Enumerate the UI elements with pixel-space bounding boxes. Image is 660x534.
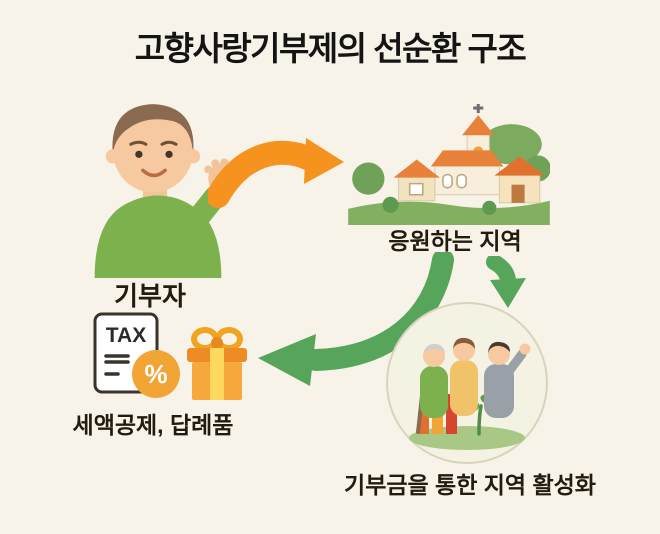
donor-label: 기부자 bbox=[114, 281, 186, 311]
community-revitalization-illustration bbox=[386, 302, 548, 464]
percent-text: % bbox=[144, 359, 167, 389]
tax-document-icon: TAX % bbox=[93, 312, 180, 398]
revitalization-label: 기부금을 통한 지역 활성화 bbox=[344, 472, 596, 498]
benefits-label: 세액공제, 답례품 bbox=[72, 412, 234, 438]
gift-icon bbox=[187, 327, 247, 400]
arrow-to-benefits-icon bbox=[258, 252, 454, 386]
diagram-title: 고향사랑기부제의 선순환 구조 bbox=[134, 30, 527, 67]
arrow-region-to-revitalization-icon bbox=[486, 256, 526, 308]
arrow-donor-to-region-icon bbox=[208, 138, 344, 208]
region-label: 응원하는 지역 bbox=[388, 228, 522, 254]
tax-text: TAX bbox=[106, 324, 146, 347]
village-illustration bbox=[348, 104, 550, 225]
